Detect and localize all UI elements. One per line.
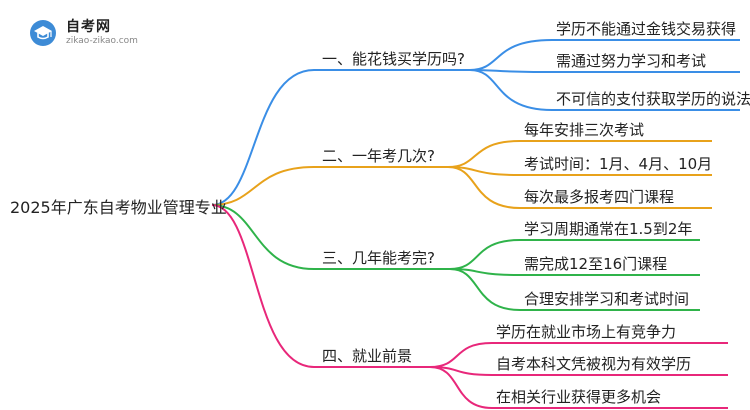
leaf-topic: 不可信的支付获取学历的说法 (556, 90, 750, 108)
leaf-topic: 需通过努力学习和考试 (556, 52, 707, 70)
child-connector (469, 39, 553, 71)
branch-topic: 一、能花钱买学历吗? (322, 50, 465, 68)
leaf-topic: 每次最多报考四门课程 (524, 188, 675, 206)
graduation-cap-icon (30, 20, 56, 46)
leaf-topic: 每年安排三次考试 (524, 121, 645, 139)
branch-topic: 三、几年能考完? (322, 249, 435, 267)
leaf-topic: 学习周期通常在1.5到2年 (524, 220, 693, 238)
leaf-topic: 学历在就业市场上有竞争力 (496, 323, 677, 341)
leaf-topic: 考试时间：1月、4月、10月 (524, 155, 713, 173)
child-connector (469, 69, 553, 73)
child-connector (447, 140, 521, 168)
root-connector (211, 166, 315, 206)
child-connector (469, 69, 553, 111)
root-connector (211, 204, 315, 270)
branch-topic: 二、一年考几次? (322, 147, 435, 165)
child-connector (449, 239, 521, 270)
child-connector (447, 166, 521, 209)
root-connector (211, 204, 315, 368)
child-connector (429, 342, 493, 368)
leaf-topic: 学历不能通过金钱交易获得 (556, 20, 737, 38)
root-connector (211, 69, 315, 206)
leaf-topic: 需完成12至16门课程 (524, 255, 668, 273)
logo-title: 自考网 (66, 19, 111, 35)
child-connector (429, 366, 493, 409)
root-topic: 2025年广东自考物业管理专业 (10, 198, 227, 217)
leaf-topic: 自考本科文凭被视为有效学历 (496, 355, 692, 373)
leaf-topic: 合理安排学习和考试时间 (524, 290, 690, 308)
logo-url: zikao-zikao.com (66, 36, 138, 46)
branch-topic: 四、就业前景 (322, 347, 413, 365)
leaf-topic: 在相关行业获得更多机会 (496, 388, 662, 406)
child-connector (449, 268, 521, 311)
site-logo[interactable]: 自考网 zikao-zikao.com (30, 14, 150, 54)
